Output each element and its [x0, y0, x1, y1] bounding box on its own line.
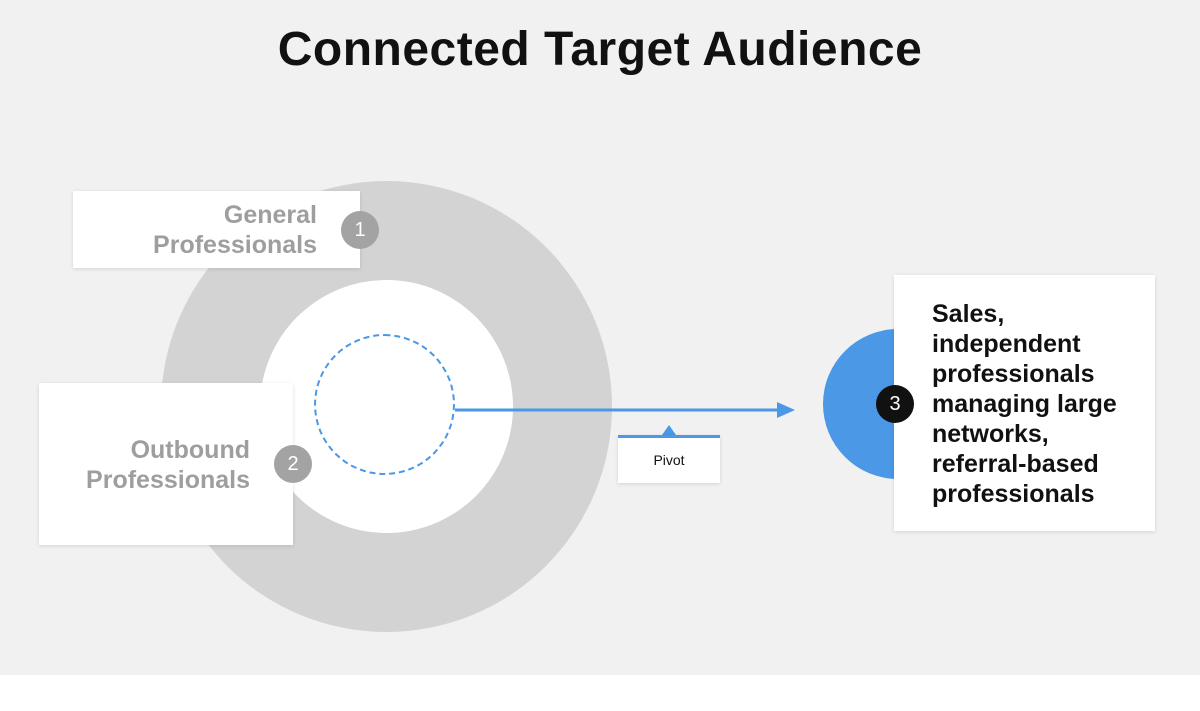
general-label-line-1: General	[223, 201, 317, 229]
target-audience-box: Sales, independent professionals managin…	[894, 275, 1155, 531]
pivot-label: Pivot	[653, 452, 685, 468]
target-line-5: networks,	[932, 420, 1049, 448]
target-audience-label: Sales, independent professionals managin…	[932, 299, 1147, 509]
target-line-4: managing large	[932, 390, 1117, 418]
target-line-7: professionals	[932, 480, 1095, 508]
pivot-pointer-icon	[662, 425, 676, 435]
step-badge-2: 2	[274, 445, 312, 483]
general-label-line-2: Professionals	[153, 231, 317, 259]
target-line-3: professionals	[932, 360, 1095, 388]
step-badge-1: 1	[341, 211, 379, 249]
dashed-core-circle	[314, 334, 455, 475]
slide: Connected Target Audience General Profes…	[0, 0, 1200, 675]
page-title: Connected Target Audience	[277, 23, 923, 76]
outbound-label-line-2: Professionals	[86, 466, 250, 494]
target-line-1: Sales,	[932, 300, 1005, 328]
target-line-2: independent	[932, 330, 1081, 358]
step-badge-3: 3	[876, 385, 914, 423]
outbound-professionals-box: Outbound Professionals	[39, 383, 293, 545]
pivot-label-box: Pivot	[618, 435, 720, 483]
arrow-head-icon	[777, 402, 795, 418]
outbound-label-line-1: Outbound	[130, 436, 250, 464]
outbound-professionals-label: Outbound Professionals	[86, 435, 250, 495]
pivot-arrow	[455, 402, 795, 418]
general-professionals-box: General Professionals	[73, 191, 360, 268]
general-professionals-label: General Professionals	[153, 200, 317, 260]
target-line-6: referral-based	[932, 450, 1099, 478]
